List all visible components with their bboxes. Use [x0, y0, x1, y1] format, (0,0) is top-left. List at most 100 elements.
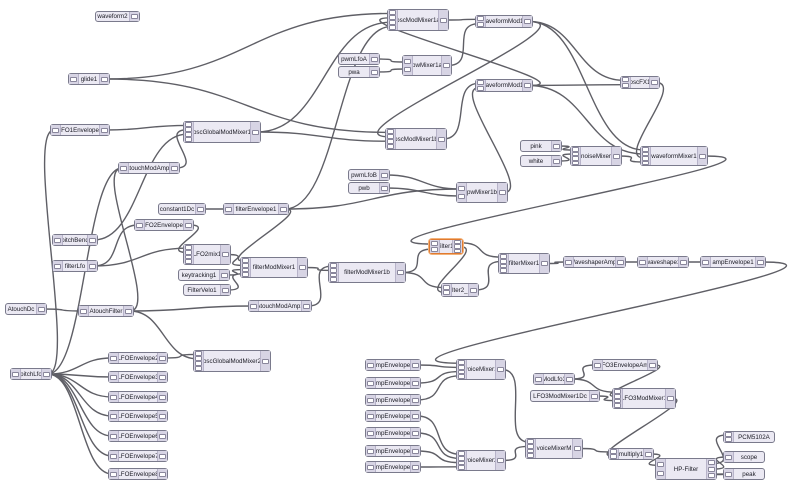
node-waveform2[interactable]: waveform2	[95, 11, 140, 22]
input-port[interactable]	[639, 259, 646, 265]
node-oscglobalmodmixer2[interactable]: oscGlobalModMixer2	[193, 350, 271, 372]
wire-atouchdc-to-atouchfilter[interactable]	[42, 308, 83, 312]
input-port[interactable]	[52, 127, 59, 133]
input-port[interactable]	[70, 76, 77, 82]
input-port[interactable]	[250, 303, 257, 309]
output-port[interactable]	[185, 222, 192, 228]
input-port[interactable]	[458, 451, 465, 456]
input-port[interactable]	[565, 259, 572, 265]
input-port[interactable]	[594, 362, 601, 368]
wire-pitchbend-to-oscglobalmodmixer1[interactable]	[93, 133, 188, 241]
input-port[interactable]	[330, 267, 337, 273]
wire-ampenvelope3-to-voicemixer1[interactable]	[416, 370, 461, 384]
node-lfoenvelope2[interactable]: LFOEnvelope2	[108, 352, 168, 364]
output-port[interactable]	[171, 165, 178, 171]
input-port[interactable]	[572, 151, 579, 156]
node-ampenvelope2[interactable]: ampEnvelope2	[365, 359, 421, 371]
output-port[interactable]	[412, 380, 419, 386]
input-port[interactable]	[614, 393, 621, 399]
input-port[interactable]	[477, 80, 484, 86]
input-port[interactable]	[622, 77, 629, 83]
output-port[interactable]	[252, 129, 259, 135]
node-voicemixer1[interactable]: voiceMixer1	[456, 359, 506, 380]
wire-pitchlfo-to-lfoenvelope2[interactable]	[47, 357, 113, 375]
input-port[interactable]	[367, 380, 374, 386]
input-port[interactable]	[54, 237, 61, 243]
node-pink[interactable]: pink	[520, 140, 562, 152]
wire-hp-filter-to-scope[interactable]	[712, 456, 728, 470]
input-port[interactable]	[458, 374, 465, 379]
node-pwa[interactable]: pwa	[338, 66, 380, 78]
wire-ampenvelope6-to-voicemixer2[interactable]	[416, 432, 461, 460]
input-port[interactable]	[367, 362, 374, 368]
input-port[interactable]	[110, 394, 117, 400]
wire-filterenvelope1-to-oscmodmixer1a[interactable]	[284, 25, 392, 210]
input-port[interactable]	[80, 308, 87, 314]
input-port[interactable]	[443, 284, 450, 290]
output-port[interactable]	[412, 430, 419, 436]
output-port[interactable]	[381, 185, 388, 191]
input-port[interactable]	[136, 222, 143, 228]
wire-pwb-to-pwmixer1b[interactable]	[385, 187, 461, 197]
input-port[interactable]	[431, 241, 438, 246]
input-port[interactable]	[725, 432, 732, 437]
input-port[interactable]	[458, 455, 465, 461]
wire-glide1-to-oscmodmixer1a[interactable]	[105, 12, 392, 80]
wire-hp-filter-to-peak[interactable]	[712, 473, 728, 476]
node-ampenvelope1[interactable]: ampEnvelope1	[700, 256, 766, 268]
node-pitchlfo[interactable]: pitchLfo	[10, 368, 52, 380]
input-port[interactable]	[242, 272, 249, 277]
node-multiply1[interactable]: multiply1	[608, 448, 654, 460]
input-port[interactable]	[195, 366, 202, 371]
input-port[interactable]	[110, 453, 117, 459]
wire-lfo1envelope1-to-oscglobalmodmixer1[interactable]	[105, 124, 188, 131]
output-port[interactable]	[591, 393, 598, 399]
input-port[interactable]	[185, 249, 192, 255]
output-port[interactable]	[412, 362, 419, 368]
output-port[interactable]	[524, 19, 531, 24]
input-port[interactable]	[387, 129, 394, 134]
output-port[interactable]	[708, 472, 715, 478]
input-port[interactable]	[702, 259, 709, 265]
output-port[interactable]	[222, 287, 229, 293]
output-port[interactable]	[412, 464, 419, 470]
wire-atouchfilter-to-atouchmodamp2[interactable]	[113, 167, 139, 312]
output-port[interactable]	[497, 367, 504, 372]
output-port[interactable]	[38, 306, 45, 312]
output-port[interactable]	[280, 206, 287, 212]
input-port[interactable]	[458, 186, 465, 191]
node-scope[interactable]: scope	[723, 451, 765, 463]
output-port[interactable]	[443, 63, 450, 68]
output-port[interactable]	[381, 172, 388, 178]
input-port[interactable]	[367, 397, 374, 403]
wire-lfoenvelope2-to-oscglobalmodmixer2[interactable]	[163, 353, 198, 359]
wire-waveformmod1a-to-oscmodmixer1b[interactable]	[377, 20, 541, 138]
wire-filtermixer1-to-waveshaperamp1[interactable]	[545, 261, 568, 265]
output-port[interactable]	[574, 446, 581, 451]
input-port[interactable]	[477, 21, 484, 27]
node-oscmodmixer1b[interactable]: oscModMixer1b	[385, 128, 447, 150]
input-port[interactable]	[367, 464, 374, 470]
wire-voicemixer1-to-voicemixerm[interactable]	[501, 368, 530, 443]
wire-oscglobalmodmixer1-to-oscmodmixer1b[interactable]	[256, 131, 390, 142]
output-port[interactable]	[101, 127, 108, 133]
input-port[interactable]	[657, 470, 664, 476]
output-port[interactable]	[649, 362, 656, 368]
input-port[interactable]	[404, 67, 411, 72]
input-port[interactable]	[12, 371, 19, 377]
input-port[interactable]	[527, 448, 534, 454]
node-lfoenvelope6[interactable]: LFOEnvelope6	[108, 430, 168, 442]
output-port[interactable]	[159, 453, 166, 459]
input-port[interactable]	[389, 25, 396, 30]
wire-glide1-to-oscmodmixer1b[interactable]	[105, 78, 390, 134]
output-port[interactable]	[708, 466, 715, 472]
input-port[interactable]	[535, 376, 542, 382]
wire-lfo3modmixer1-to-multiply1[interactable]	[606, 397, 678, 457]
wire-voicemixerm-to-multiply1[interactable]	[578, 447, 613, 453]
wire-waveformmod1a-to-oscfx1[interactable]	[528, 20, 625, 82]
input-port[interactable]	[657, 462, 664, 468]
input-port[interactable]	[458, 465, 465, 470]
node-pwmlfoa[interactable]: pwmLfoA	[338, 53, 380, 65]
node-filterenvelope1[interactable]: filterEnvelope1	[223, 203, 289, 215]
